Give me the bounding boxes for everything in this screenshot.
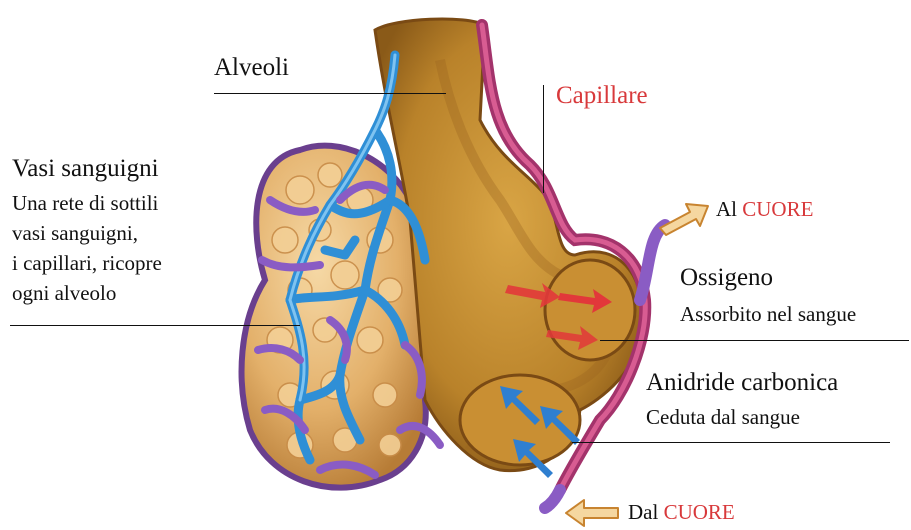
label-vasi-sanguigni: Vasi sanguigni	[12, 155, 159, 184]
label-anidride-carbonica: Anidride carbonica	[646, 369, 838, 398]
label-vasi-desc-2: vasi sanguigni,	[12, 221, 138, 245]
label-vasi-desc-3: i capillari, ricopre	[12, 251, 162, 275]
label-dal-cuore-word: CUORE	[664, 500, 735, 524]
label-dal-cuore: Dal CUORE	[628, 500, 735, 524]
leader-alveoli	[214, 93, 446, 94]
leader-capillare-v	[543, 85, 544, 193]
label-vasi-desc-4: ogni alveolo	[12, 281, 116, 305]
label-dal-prefix: Dal	[628, 500, 658, 524]
label-capillare: Capillare	[556, 82, 648, 111]
label-al-cuore-word: CUORE	[742, 197, 813, 221]
label-al-prefix: Al	[716, 197, 737, 221]
label-al-cuore: Al CUORE	[716, 197, 813, 221]
leader-anidride	[572, 442, 890, 443]
label-ossigeno: Ossigeno	[680, 264, 773, 293]
label-alveoli: Alveoli	[214, 54, 289, 83]
leader-vasi	[10, 325, 300, 326]
leader-ossigeno	[600, 340, 909, 341]
label-ossigeno-desc: Assorbito nel sangue	[680, 302, 856, 326]
arrow-from-heart-icon	[566, 500, 618, 526]
label-vasi-desc-1: Una rete di sottili	[12, 191, 158, 215]
label-anidride-desc: Ceduta dal sangue	[646, 405, 800, 429]
